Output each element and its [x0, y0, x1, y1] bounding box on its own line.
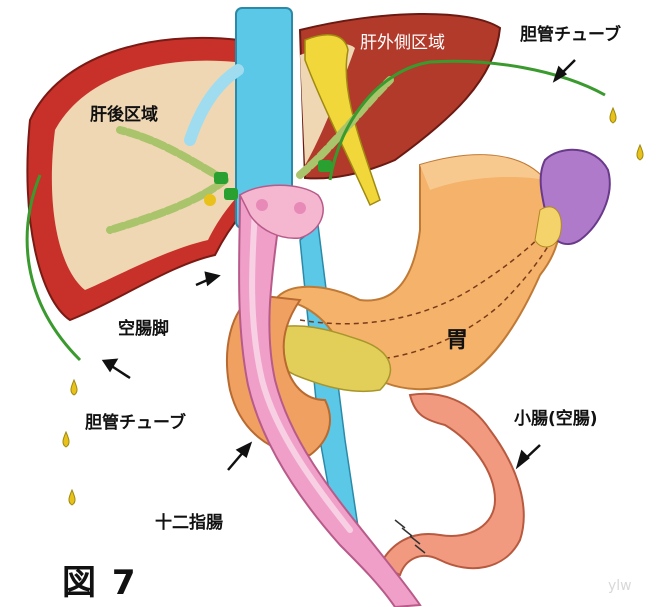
- small-intestine: [380, 394, 524, 575]
- anastomosis-node: [294, 202, 306, 214]
- label-bile-tube-left: 胆管チューブ: [85, 408, 186, 433]
- label-left-lateral-segment: 肝外側区域: [360, 28, 445, 53]
- label-bile-tube-top: 胆管チューブ: [520, 20, 621, 45]
- label-posterior-segment: 肝後区域: [90, 100, 158, 125]
- label-stomach: 胃: [446, 322, 468, 354]
- label-small-intestine: 小腸(空腸): [514, 404, 598, 429]
- label-jejunal-limb: 空腸脚: [118, 314, 169, 339]
- figure-caption: 図 7: [62, 555, 138, 604]
- gallbladder-clip: [204, 194, 216, 206]
- label-duodenum: 十二指腸: [155, 508, 223, 533]
- watermark: ylw: [608, 578, 632, 594]
- anastomosis-node: [256, 199, 268, 211]
